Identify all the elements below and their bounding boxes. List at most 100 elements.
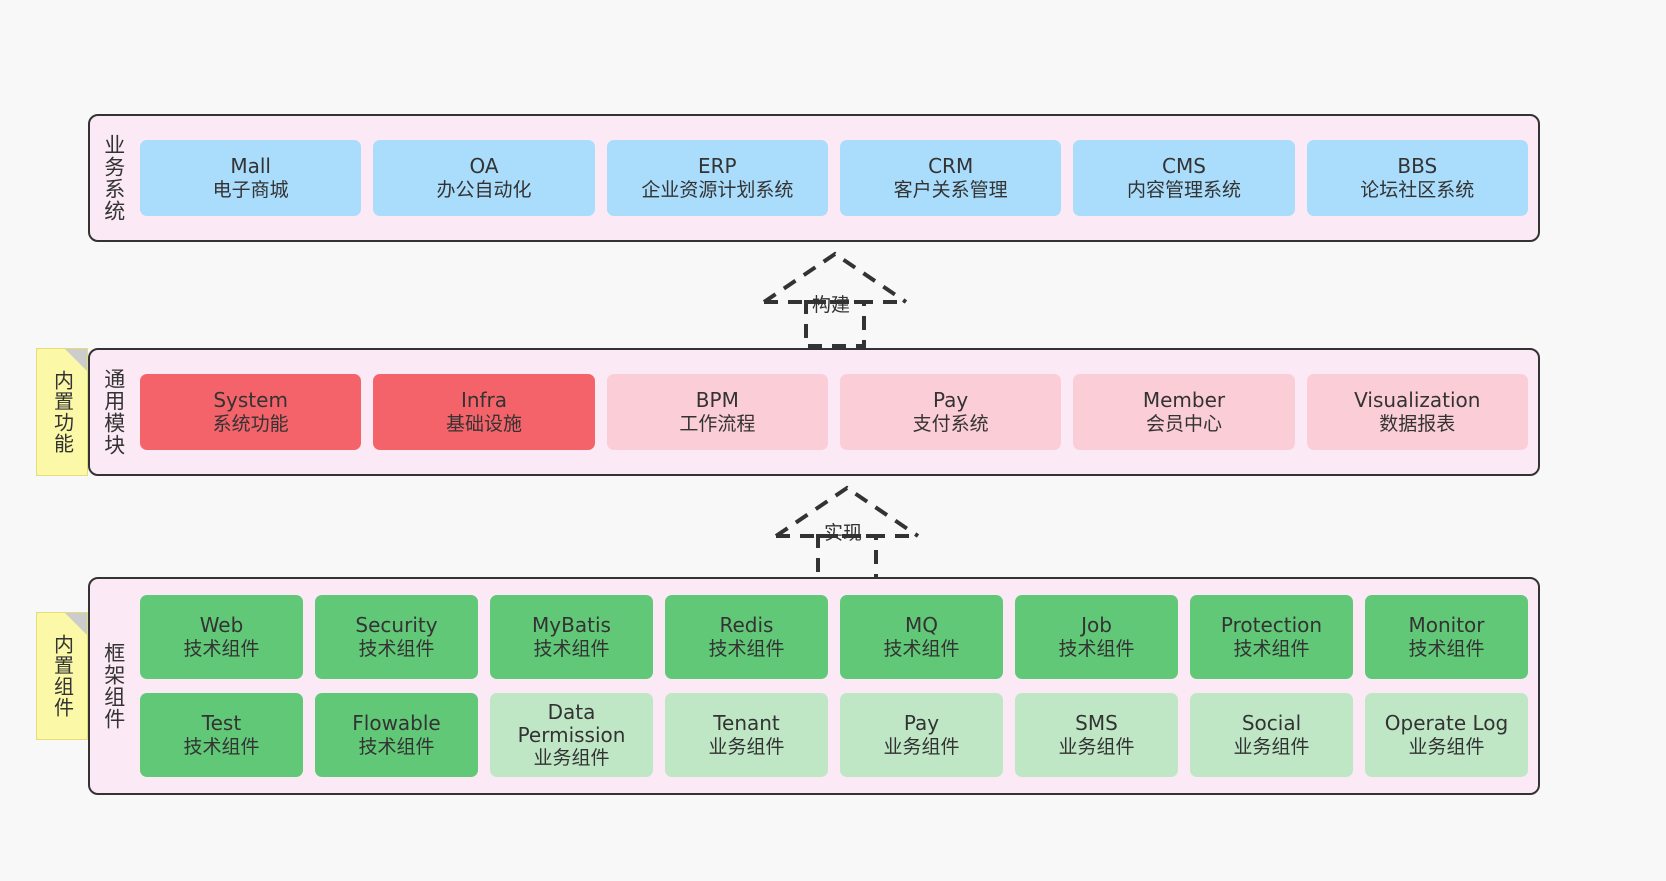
- card-subtitle: 企业资源计划系统: [641, 178, 794, 201]
- card-subtitle: 业务组件: [533, 747, 610, 770]
- card-title: ERP: [698, 154, 737, 179]
- card-oa[interactable]: OA 办公自动化: [373, 140, 595, 216]
- card-monitor[interactable]: Monitor 技术组件: [1365, 595, 1528, 679]
- card-subtitle: 工作流程: [679, 412, 756, 435]
- card-sms[interactable]: SMS 业务组件: [1015, 693, 1178, 777]
- card-subtitle: 会员中心: [1145, 412, 1222, 435]
- card-title: Protection: [1220, 613, 1323, 638]
- card-security[interactable]: Security 技术组件: [315, 595, 478, 679]
- card-protection[interactable]: Protection 技术组件: [1190, 595, 1353, 679]
- card-title: Monitor: [1408, 613, 1485, 638]
- card-subtitle: 技术组件: [1233, 637, 1310, 660]
- card-title: Operate Log: [1384, 711, 1509, 736]
- card-crm[interactable]: CRM 客户关系管理: [839, 140, 1062, 216]
- card-subtitle: 业务组件: [1408, 735, 1485, 758]
- card-title: Security: [355, 613, 438, 638]
- card-title: Member: [1142, 388, 1226, 413]
- card-subtitle: 技术组件: [183, 735, 260, 758]
- card-subtitle: 办公自动化: [436, 178, 532, 201]
- card-mq[interactable]: MQ 技术组件: [840, 595, 1003, 679]
- card-subtitle: 系统功能: [212, 412, 289, 435]
- card-job[interactable]: Job 技术组件: [1015, 595, 1178, 679]
- framework-row-business: Test 技术组件 Flowable 技术组件 Data Permission …: [140, 693, 1528, 777]
- sticky-note-builtin-features[interactable]: 内置功能: [36, 348, 88, 476]
- card-subtitle: 技术组件: [358, 637, 435, 660]
- card-bbs[interactable]: BBS 论坛社区系统: [1306, 140, 1528, 216]
- card-title: BBS: [1397, 154, 1438, 179]
- card-title: Pay: [903, 711, 940, 736]
- card-subtitle: 技术组件: [183, 637, 260, 660]
- card-title: Web: [199, 613, 244, 638]
- card-flowable[interactable]: Flowable 技术组件: [315, 693, 478, 777]
- layer-business-systems[interactable]: 业务系统 Mall 电子商城 OA 办公自动化 ERP 企业资源计划系统 CRM…: [88, 114, 1540, 242]
- card-title: Mall: [230, 154, 271, 179]
- module-card-list: System 系统功能 Infra 基础设施 BPM 工作流程 Pay 支付系统…: [136, 350, 1538, 474]
- card-web[interactable]: Web 技术组件: [140, 595, 303, 679]
- card-subtitle: 技术组件: [1058, 637, 1135, 660]
- card-redis[interactable]: Redis 技术组件: [665, 595, 828, 679]
- connector-implement-label: 实现: [824, 522, 863, 544]
- card-title: MQ: [905, 613, 938, 638]
- card-social[interactable]: Social 业务组件: [1190, 693, 1353, 777]
- card-title: Infra: [460, 388, 508, 413]
- card-title: Flowable: [352, 711, 441, 736]
- card-data-permission[interactable]: Data Permission 业务组件: [490, 693, 653, 777]
- card-visualization[interactable]: Visualization 数据报表: [1306, 374, 1528, 450]
- card-subtitle: 技术组件: [533, 637, 610, 660]
- framework-card-grid: Web 技术组件 Security 技术组件 MyBatis 技术组件 Redi…: [136, 579, 1538, 793]
- card-tenant[interactable]: Tenant 业务组件: [665, 693, 828, 777]
- card-title: Visualization: [1354, 388, 1481, 413]
- sticky-note-builtin-components[interactable]: 内置组件: [36, 612, 88, 740]
- card-pay-component[interactable]: Pay 业务组件: [840, 693, 1003, 777]
- card-title: System: [213, 388, 288, 413]
- card-title: CRM: [928, 154, 974, 179]
- layer-framework-components[interactable]: 框架组件 Web 技术组件 Security 技术组件 MyBatis 技术组件…: [88, 577, 1540, 795]
- card-subtitle: 业务组件: [883, 735, 960, 758]
- card-member[interactable]: Member 会员中心: [1073, 374, 1295, 450]
- layer-business-title: 业务系统: [101, 134, 126, 222]
- card-subtitle: 业务组件: [1058, 735, 1135, 758]
- card-title: Redis: [719, 613, 774, 638]
- business-card-list: Mall 电子商城 OA 办公自动化 ERP 企业资源计划系统 CRM 客户关系…: [136, 116, 1538, 240]
- card-title: Tenant: [713, 711, 780, 736]
- card-subtitle: 基础设施: [445, 412, 522, 435]
- card-mybatis[interactable]: MyBatis 技术组件: [490, 595, 653, 679]
- card-mall[interactable]: Mall 电子商城: [140, 140, 362, 216]
- card-title: BPM: [695, 388, 739, 413]
- card-subtitle: 业务组件: [708, 735, 785, 758]
- card-title: Social: [1241, 711, 1302, 736]
- card-subtitle: 技术组件: [708, 637, 785, 660]
- card-subtitle: 技术组件: [1408, 637, 1485, 660]
- sticky-note-label: 内置组件: [50, 634, 75, 718]
- framework-row-tech: Web 技术组件 Security 技术组件 MyBatis 技术组件 Redi…: [140, 595, 1528, 679]
- card-title: OA: [469, 154, 499, 179]
- layer-common-modules[interactable]: 通用模块 System 系统功能 Infra 基础设施 BPM 工作流程 Pay…: [88, 348, 1540, 476]
- card-erp[interactable]: ERP 企业资源计划系统: [606, 140, 828, 216]
- card-infra[interactable]: Infra 基础设施: [373, 374, 595, 450]
- card-title: Job: [1081, 613, 1112, 638]
- card-subtitle: 电子商城: [212, 178, 289, 201]
- card-title: Data Permission: [517, 699, 626, 747]
- card-title: CMS: [1162, 154, 1206, 179]
- card-title: Test: [201, 711, 242, 736]
- card-subtitle: 技术组件: [883, 637, 960, 660]
- card-subtitle: 内容管理系统: [1126, 178, 1241, 201]
- card-system[interactable]: System 系统功能: [140, 374, 362, 450]
- card-subtitle: 论坛社区系统: [1360, 178, 1475, 201]
- sticky-note-label: 内置功能: [50, 370, 75, 454]
- card-subtitle: 客户关系管理: [893, 178, 1008, 201]
- layer-module-title: 通用模块: [101, 368, 126, 456]
- card-operate-log[interactable]: Operate Log 业务组件: [1365, 693, 1528, 777]
- card-title: SMS: [1075, 711, 1118, 736]
- layer-framework-title: 框架组件: [101, 642, 126, 730]
- card-bpm[interactable]: BPM 工作流程: [606, 374, 828, 450]
- card-subtitle: 技术组件: [358, 735, 435, 758]
- card-test[interactable]: Test 技术组件: [140, 693, 303, 777]
- card-pay-module[interactable]: Pay 支付系统: [839, 374, 1062, 450]
- connector-build-label: 构建: [812, 294, 851, 316]
- card-cms[interactable]: CMS 内容管理系统: [1073, 140, 1295, 216]
- card-title: MyBatis: [532, 613, 611, 638]
- card-title: Pay: [933, 388, 969, 413]
- card-subtitle: 支付系统: [912, 412, 989, 435]
